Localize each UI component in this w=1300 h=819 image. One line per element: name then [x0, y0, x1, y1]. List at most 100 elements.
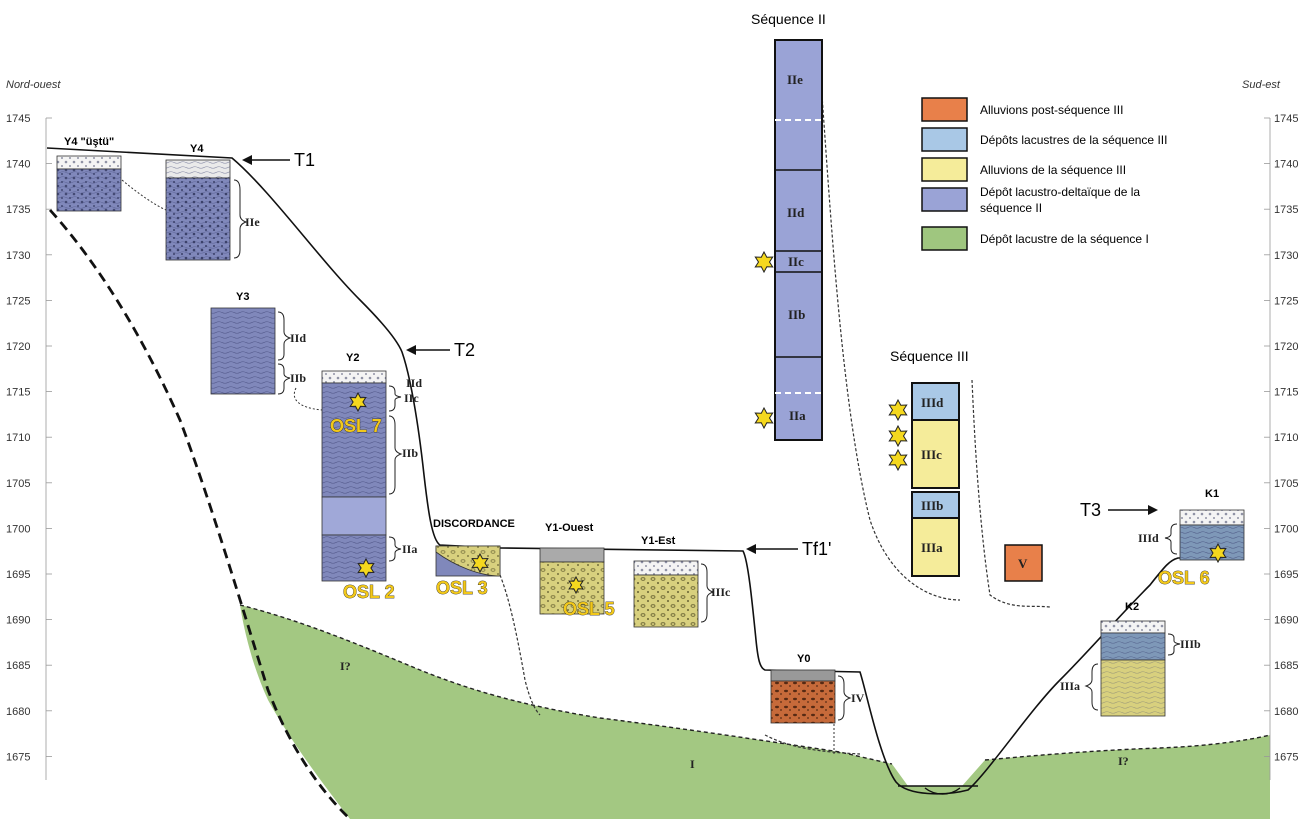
seq2-star-iia — [755, 408, 772, 428]
left-tick-label: 1720 — [6, 341, 30, 353]
seq2-unit-iid: IId — [787, 205, 805, 220]
seq3-star-1 — [889, 400, 906, 420]
right-tick-label: 1685 — [1274, 660, 1298, 672]
sequence-ii-column — [775, 40, 822, 440]
unit-v-label: V — [1018, 556, 1028, 571]
brace-iid-y3 — [278, 312, 290, 360]
unit-iib-y2: IIb — [402, 446, 418, 460]
seq3-unit-iiid: IIId — [921, 395, 944, 410]
unit-iid-y2: IId — [406, 376, 422, 390]
dotted-contact-y4 — [122, 180, 166, 210]
unit-iic-y2: IIc — [404, 391, 419, 405]
log-k1 — [1180, 510, 1244, 560]
unit-iiib-k2: IIIb — [1180, 637, 1201, 651]
seq3-star-3 — [889, 450, 906, 470]
legend-swatch — [922, 158, 967, 181]
left-tick-label: 1735 — [6, 204, 30, 216]
log-y0 — [771, 670, 835, 723]
unit-i-question-right: I? — [1118, 754, 1129, 768]
legend-swatch — [922, 227, 967, 250]
legend-swatch — [922, 128, 967, 151]
right-tick-label: 1745 — [1274, 113, 1298, 125]
seq3-unit-iiic: IIIc — [921, 447, 942, 462]
seq2-unit-iib: IIb — [788, 307, 805, 322]
osl-2-label: OSL 2 — [343, 582, 395, 602]
left-tick-label: 1685 — [6, 660, 30, 672]
left-tick-label: 1730 — [6, 250, 30, 262]
seq2-unit-iia: IIa — [789, 408, 806, 423]
log-y3 — [211, 308, 275, 394]
log-k2 — [1101, 621, 1165, 716]
left-tick-label: 1690 — [6, 615, 30, 627]
sequence-iii-title: Séquence III — [890, 348, 969, 364]
left-axis: 1745174017351730172517201715171017051700… — [6, 113, 52, 780]
seq2-unit-iic: IIc — [788, 254, 804, 269]
osl-6-label: OSL 6 — [1158, 568, 1210, 588]
brace-iv-y0 — [838, 676, 850, 720]
left-tick-label: 1700 — [6, 523, 30, 535]
right-tick-label: 1740 — [1274, 159, 1298, 171]
right-tick-label: 1730 — [1274, 250, 1298, 262]
unit-iia-y2: IIa — [402, 542, 417, 556]
right-tick-label: 1675 — [1274, 751, 1298, 763]
label-y1-ouest: Y1-Ouest — [545, 522, 594, 534]
arrow-t1 — [242, 155, 290, 165]
label-y3: Y3 — [236, 291, 249, 303]
unit-i-question-left: I? — [340, 659, 351, 673]
legend-swatch — [922, 188, 967, 211]
unit-iie-y4: IIe — [245, 215, 260, 229]
label-y4-ustu: Y4 "üştü" — [64, 136, 114, 148]
unit-i-center: I — [690, 757, 695, 771]
brace-iia-y2 — [389, 537, 401, 561]
log-y1-est — [634, 561, 698, 627]
sequence-ii-title: Séquence II — [751, 11, 826, 27]
terrace-t2: T2 — [454, 340, 475, 360]
brace-iic-y2 — [389, 386, 401, 411]
legend-swatch — [922, 98, 967, 121]
seq2-unit-iie: IIe — [787, 72, 803, 87]
terrace-t1: T1 — [294, 150, 315, 170]
arrow-t3 — [1108, 505, 1158, 515]
osl-3-label: OSL 3 — [436, 578, 488, 598]
legend: Alluvions post-séquence III Dépôts lacust… — [922, 98, 1167, 250]
direction-right: Sud-est — [1242, 79, 1281, 91]
log-y4-ustu — [57, 156, 121, 211]
right-tick-label: 1695 — [1274, 569, 1298, 581]
left-tick-label: 1705 — [6, 478, 30, 490]
right-tick-label: 1725 — [1274, 295, 1298, 307]
label-y0: Y0 — [797, 653, 810, 665]
log-y4 — [166, 160, 230, 260]
seq2-star-iic — [755, 252, 772, 272]
legend-label: Alluvions de la séquence III — [980, 163, 1126, 177]
seq3-star-2 — [889, 426, 906, 446]
legend-label: Alluvions post-séquence III — [980, 103, 1123, 117]
brace-iiid-k1 — [1165, 524, 1177, 554]
right-tick-label: 1700 — [1274, 523, 1298, 535]
label-y2: Y2 — [346, 352, 359, 364]
arrow-tf1 — [746, 544, 798, 554]
left-tick-label: 1715 — [6, 387, 30, 399]
label-discordance: DISCORDANCE — [433, 518, 515, 530]
unit-iv-y0: IV — [851, 691, 865, 705]
label-y1-est: Y1-Est — [641, 535, 676, 547]
right-tick-label: 1680 — [1274, 706, 1298, 718]
right-tick-label: 1710 — [1274, 432, 1298, 444]
right-tick-label: 1720 — [1274, 341, 1298, 353]
left-tick-label: 1680 — [6, 706, 30, 718]
right-tick-label: 1735 — [1274, 204, 1298, 216]
left-tick-label: 1695 — [6, 569, 30, 581]
right-tick-label: 1715 — [1274, 387, 1298, 399]
left-tick-label: 1745 — [6, 113, 30, 125]
osl-5-label: OSL 5 — [563, 599, 615, 619]
right-axis: 1745 1740 1735 1730 1725 1720 1715 1710 1705 1700… — [1264, 113, 1298, 780]
dotted-contact-discordance — [500, 575, 540, 715]
left-tick-label: 1725 — [6, 295, 30, 307]
unit-iib-y3: IIb — [290, 371, 306, 385]
osl-7-label: OSL 7 — [330, 416, 382, 436]
label-k2: K2 — [1125, 601, 1139, 613]
right-tick-label: 1705 — [1274, 478, 1298, 490]
right-tick-label: 1690 — [1274, 615, 1298, 627]
legend-label: Dépôts lacustres de la séquence III — [980, 133, 1167, 147]
direction-left: Nord-ouest — [6, 79, 61, 91]
